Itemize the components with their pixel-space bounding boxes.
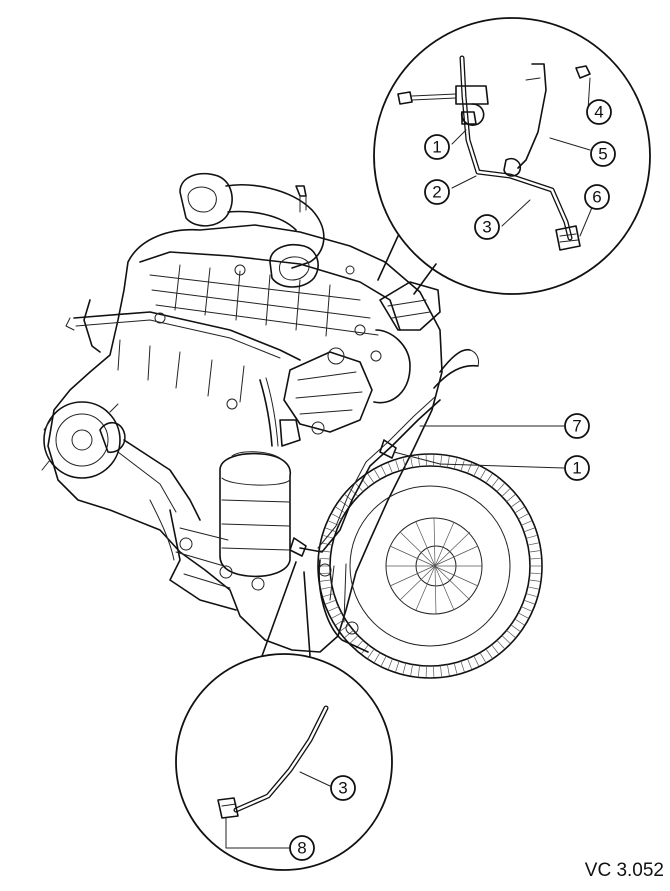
callout-4-top: 4: [587, 100, 611, 124]
top-detail-leader-right: [414, 264, 436, 294]
flywheel-tooth: [375, 653, 381, 663]
flywheel-tooth: [323, 594, 334, 597]
flywheel-tooth: [521, 521, 531, 525]
flywheel-tooth: [524, 600, 534, 604]
bottom-detail-circle: [176, 654, 392, 870]
flywheel-tooth: [480, 653, 486, 663]
flywheel-tooth: [396, 661, 399, 672]
flywheel-tooth: [454, 663, 457, 674]
flywheel-tooth: [350, 636, 358, 644]
flywheel-tooth: [521, 607, 531, 611]
callout-1-main: 1: [565, 456, 589, 480]
flywheel-tooth: [526, 535, 537, 538]
flywheel-tooth: [454, 458, 457, 469]
flywheel-tooth: [530, 573, 541, 574]
bottom-detail-view: 3 8: [176, 562, 392, 870]
flywheel-tooth: [336, 507, 345, 513]
flywheel-tooth: [321, 587, 332, 589]
flywheel-tooth: [474, 466, 479, 476]
flywheel-tooth: [320, 580, 331, 582]
flywheel-tooth: [507, 630, 515, 637]
flywheel-tooth: [368, 474, 374, 483]
flywheel-tooth: [323, 535, 334, 538]
flywheel-tooth: [332, 613, 342, 618]
callout-8: 8: [290, 836, 314, 860]
flywheel-tooth: [329, 607, 339, 611]
flywheel-tooth: [526, 594, 537, 597]
flywheel-tooth: [411, 665, 413, 676]
flywheel-tooth: [486, 474, 492, 483]
flywheel-tooth: [502, 489, 510, 497]
flywheel-tooth: [529, 551, 540, 553]
flywheel-tooth: [461, 460, 464, 471]
top-detail-leader-left: [378, 236, 398, 280]
flywheel-tooth: [319, 573, 330, 574]
flywheel-tooth: [388, 463, 392, 473]
svg-text:3: 3: [338, 779, 347, 798]
flywheel-tooth: [441, 456, 442, 467]
svg-text:3: 3: [482, 218, 491, 237]
flywheel-tooth: [530, 558, 541, 559]
flywheel-tooth: [326, 600, 336, 604]
figure-reference-code: VC 3.052: [585, 860, 664, 881]
flywheel-tooth: [507, 495, 515, 502]
svg-text:2: 2: [432, 183, 441, 202]
callout-3-bottom: 3: [331, 776, 355, 800]
flywheel-tooth: [511, 625, 520, 631]
flywheel-tooth: [486, 649, 492, 658]
flywheel-tooth: [375, 470, 381, 480]
bottom-detail-leader-right: [304, 572, 310, 656]
flywheel-tooth: [441, 666, 442, 677]
flywheel-tooth: [447, 665, 449, 676]
callout-5-top: 5: [591, 142, 615, 166]
flywheel-tooth: [502, 636, 510, 644]
flywheel-tooth: [492, 479, 499, 488]
svg-text:7: 7: [572, 417, 581, 436]
flywheel-tooth: [461, 661, 464, 672]
flywheel-tooth: [418, 666, 419, 677]
flywheel-tooth: [511, 501, 520, 507]
flywheel-tooth: [515, 619, 524, 625]
callout-1-top: 1: [425, 135, 449, 159]
flywheel-tooth: [321, 543, 332, 545]
flywheel-tooth: [319, 558, 330, 559]
flywheel-tooth: [388, 659, 392, 669]
flywheel-tooth: [529, 580, 540, 582]
flywheel-tooth: [411, 457, 413, 468]
flywheel-tooth: [497, 640, 504, 648]
flywheel-tooth: [518, 514, 528, 519]
flywheel-tooth: [515, 507, 524, 513]
flywheel-tooth: [492, 645, 499, 654]
svg-text:1: 1: [572, 459, 581, 478]
main-callouts: 7 1: [394, 414, 589, 480]
flywheel-tooth: [528, 587, 539, 589]
svg-text:6: 6: [592, 188, 601, 207]
top-detail-view: 1 2 3 4 5 6: [374, 18, 650, 294]
flywheel-tooth: [403, 663, 406, 674]
callout-2-top: 2: [425, 180, 449, 204]
flywheel-tooth: [480, 470, 486, 480]
callout-6-top: 6: [585, 185, 609, 209]
flywheel-tooth: [518, 613, 528, 618]
callout-7: 7: [565, 414, 589, 438]
flywheel-tooth: [381, 656, 386, 666]
flywheel-tooth: [524, 528, 534, 532]
flywheel-tooth: [396, 460, 399, 471]
flywheel-tooth: [528, 543, 539, 545]
flywheel-tooth: [468, 659, 472, 669]
flywheel-tooth: [418, 456, 419, 467]
svg-text:1: 1: [432, 138, 441, 157]
flywheel-tooth: [497, 484, 504, 492]
callout-3-top: 3: [475, 215, 499, 239]
svg-text:8: 8: [297, 839, 306, 858]
flywheel-tooth: [474, 656, 479, 666]
svg-text:5: 5: [598, 145, 607, 164]
flywheel-tooth: [381, 466, 386, 476]
svg-text:4: 4: [594, 103, 603, 122]
flywheel-tooth: [447, 457, 449, 468]
flywheel-tooth: [368, 649, 374, 658]
